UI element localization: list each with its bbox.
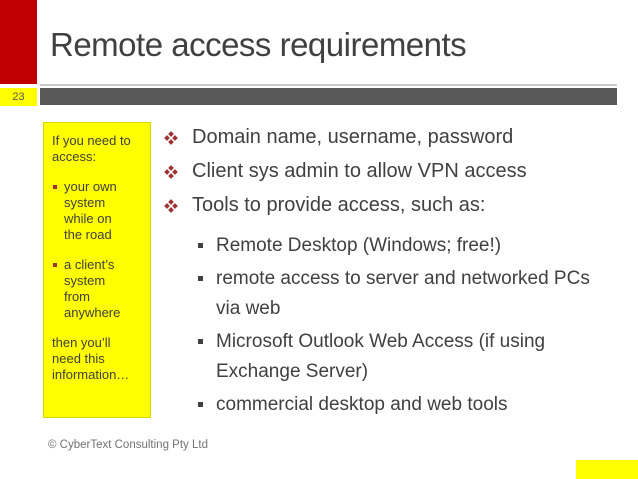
- callout-outro: then you’ll need this information…: [52, 335, 130, 382]
- corner-accent-red: [0, 0, 37, 84]
- callout-item: your own system while on the road: [52, 179, 143, 243]
- sub-bullet-label: remote access to server and networked PC…: [216, 268, 590, 319]
- square-bullet-icon: [53, 263, 57, 267]
- sub-bullet-item: Microsoft Outlook Web Access (if using E…: [198, 327, 627, 387]
- corner-accent-yellow: [576, 460, 638, 479]
- square-bullet-icon: [198, 276, 203, 281]
- sub-bullet-item: Remote Desktop (Windows; free!): [198, 231, 627, 261]
- footer-copyright: © CyberText Consulting Pty Ltd: [48, 439, 208, 451]
- sub-bullet-label: commercial desktop and web tools: [216, 394, 508, 415]
- callout-item-text: your own system while on the road: [64, 179, 117, 242]
- bullet-item: Domain name, username, password: [164, 126, 627, 149]
- square-bullet-icon: [198, 402, 203, 407]
- square-bullet-icon: [53, 185, 57, 189]
- callout-intro: If you need to access:: [52, 133, 131, 164]
- sub-bullet-label: Remote Desktop (Windows; free!): [216, 235, 502, 256]
- sub-bullet-list: Remote Desktop (Windows; free!) remote a…: [198, 231, 627, 420]
- title-underline: [40, 84, 617, 86]
- bullet-item-label: Client sys admin to allow VPN access: [192, 160, 527, 182]
- callout-item-text: a client’s system from anywhere: [64, 257, 121, 320]
- slide-number: 23: [12, 91, 25, 103]
- bullet-item: Tools to provide access, such as:: [164, 194, 627, 217]
- slide-number-badge: 23: [0, 88, 37, 106]
- sub-bullet-label: Microsoft Outlook Web Access (if using E…: [216, 331, 546, 382]
- sub-bullet-item: commercial desktop and web tools: [198, 390, 627, 420]
- sub-bullet-item: remote access to server and networked PC…: [198, 264, 627, 324]
- diamond-bullet-icon: [164, 165, 178, 179]
- content-list: Domain name, username, password Client s…: [164, 126, 627, 423]
- callout-item: a client’s system from anywhere: [52, 257, 143, 321]
- bullet-item: Client sys admin to allow VPN access: [164, 160, 627, 183]
- bullet-item-label: Domain name, username, password: [192, 126, 514, 148]
- bullet-item-label: Tools to provide access, such as:: [192, 194, 486, 216]
- square-bullet-icon: [198, 339, 203, 344]
- square-bullet-icon: [198, 243, 203, 248]
- title-bar: [40, 88, 617, 105]
- callout-box: If you need to access: your own system w…: [43, 122, 151, 418]
- slide-title: Remote access requirements: [50, 26, 467, 63]
- diamond-bullet-icon: [164, 131, 178, 145]
- diamond-bullet-icon: [164, 199, 178, 213]
